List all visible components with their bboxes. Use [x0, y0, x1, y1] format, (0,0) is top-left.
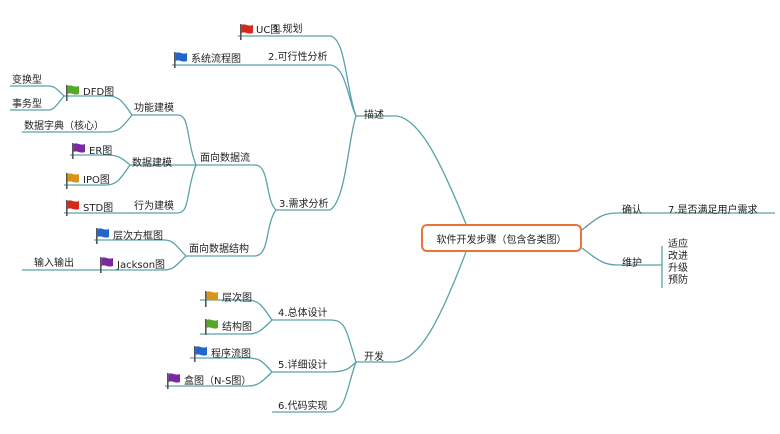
topic-develop[interactable]: 开发	[364, 352, 384, 363]
topic-feasibility[interactable]: 2.可行性分析	[268, 52, 328, 63]
topic-detailed-design[interactable]: 5.详细设计	[278, 360, 328, 371]
red-flag-icon	[66, 200, 79, 216]
topic-hierarchy-frame-diagram[interactable]: 层次方框图	[113, 231, 163, 242]
func-to-dict	[22, 114, 133, 133]
branch-describe	[356, 115, 467, 225]
maintain-types-list: 适应 改进 升级 预防	[668, 239, 688, 287]
blue-flag-icon	[194, 346, 207, 362]
describe-to-feasibility	[265, 64, 357, 117]
topic-structure-chart[interactable]: 结构图	[222, 322, 252, 333]
red-flag-icon	[240, 24, 253, 40]
green-flag-icon	[205, 319, 218, 335]
topic-maintain[interactable]: 维护	[622, 258, 642, 269]
central-topic[interactable]: 软件开发步骤（包含各类图）	[421, 224, 582, 252]
req-to-dataflow	[196, 164, 277, 211]
topic-std-diagram[interactable]: STD图	[83, 203, 114, 214]
topic-overall-design[interactable]: 4.总体设计	[278, 308, 328, 319]
purple-flag-icon	[100, 257, 113, 273]
topic-requirements[interactable]: 3.需求分析	[279, 199, 329, 210]
func-to-dfd	[64, 95, 133, 116]
dataflow-to-func	[132, 114, 197, 166]
branch-develop	[356, 251, 467, 363]
purple-flag-icon	[167, 373, 180, 389]
orange-flag-icon	[66, 173, 79, 189]
topic-hierarchy-chart[interactable]: 层次图	[222, 293, 252, 304]
overall-to-hierarchy	[200, 299, 273, 321]
blue-flag-icon	[96, 228, 109, 244]
green-flag-icon	[66, 85, 79, 101]
blue-flag-icon	[174, 52, 187, 68]
branch-maintain	[581, 247, 648, 266]
develop-to-overall	[272, 319, 357, 363]
develop-to-code	[272, 361, 357, 413]
dataflow-to-behavior	[132, 164, 197, 214]
topic-data-flow-oriented[interactable]: 面向数据流	[200, 153, 250, 164]
topic-data-dictionary[interactable]: 数据字典（核心）	[24, 121, 104, 132]
topic-uc-diagram[interactable]: UC图	[256, 25, 281, 36]
topic-box-diagram[interactable]: 盒图（N-S图）	[184, 376, 252, 387]
req-to-datastruct	[186, 209, 277, 257]
branch-confirm	[581, 212, 652, 231]
topic-describe[interactable]: 描述	[364, 110, 384, 121]
maintain-type[interactable]: 预防	[668, 275, 688, 286]
topic-dfd-diagram[interactable]: DFD图	[83, 87, 115, 98]
topic-user-requirement-check[interactable]: 7.是否满足用户需求	[668, 205, 758, 216]
develop-to-detail	[272, 361, 357, 373]
topic-jackson-diagram[interactable]: Jackson图	[117, 260, 166, 271]
purple-flag-icon	[72, 143, 85, 159]
describe-to-planning	[265, 35, 357, 117]
topic-behavior-modeling[interactable]: 行为建模	[134, 201, 174, 212]
maintain-bracket	[648, 246, 663, 288]
topic-data-modeling[interactable]: 数据建模	[132, 158, 172, 169]
topic-input-output[interactable]: 输入输出	[34, 258, 74, 269]
topic-transform-type[interactable]: 变换型	[12, 75, 42, 86]
maintain-type[interactable]: 改进	[668, 251, 688, 262]
orange-flag-icon	[205, 291, 218, 307]
datastruct-to-frame	[94, 239, 187, 257]
topic-data-structure-oriented[interactable]: 面向数据结构	[189, 244, 249, 255]
topic-program-flowchart[interactable]: 程序流图	[211, 349, 251, 360]
topic-planning[interactable]: 1.规划	[273, 24, 303, 35]
topic-transaction-type[interactable]: 事务型	[12, 99, 42, 110]
data-to-er	[70, 154, 131, 166]
overall-to-structure	[200, 319, 273, 335]
datastruct-to-jackson	[98, 255, 187, 271]
topic-system-flowchart[interactable]: 系统流程图	[191, 54, 241, 65]
data-to-ipo	[64, 164, 131, 186]
detail-to-programflow	[190, 357, 273, 373]
topic-function-modeling[interactable]: 功能建模	[134, 103, 174, 114]
maintain-type[interactable]: 升级	[668, 263, 688, 274]
topic-er-diagram[interactable]: ER图	[89, 146, 113, 157]
topic-ipo-diagram[interactable]: IPO图	[83, 175, 110, 186]
dfd-to-transform	[10, 85, 65, 97]
describe-to-requirements	[276, 115, 357, 211]
maintain-type[interactable]: 适应	[668, 239, 688, 250]
detail-to-box	[165, 371, 273, 387]
topic-confirm[interactable]: 确认	[622, 205, 642, 216]
topic-code-implementation[interactable]: 6.代码实现	[278, 401, 328, 412]
dfd-to-transaction	[10, 95, 65, 111]
